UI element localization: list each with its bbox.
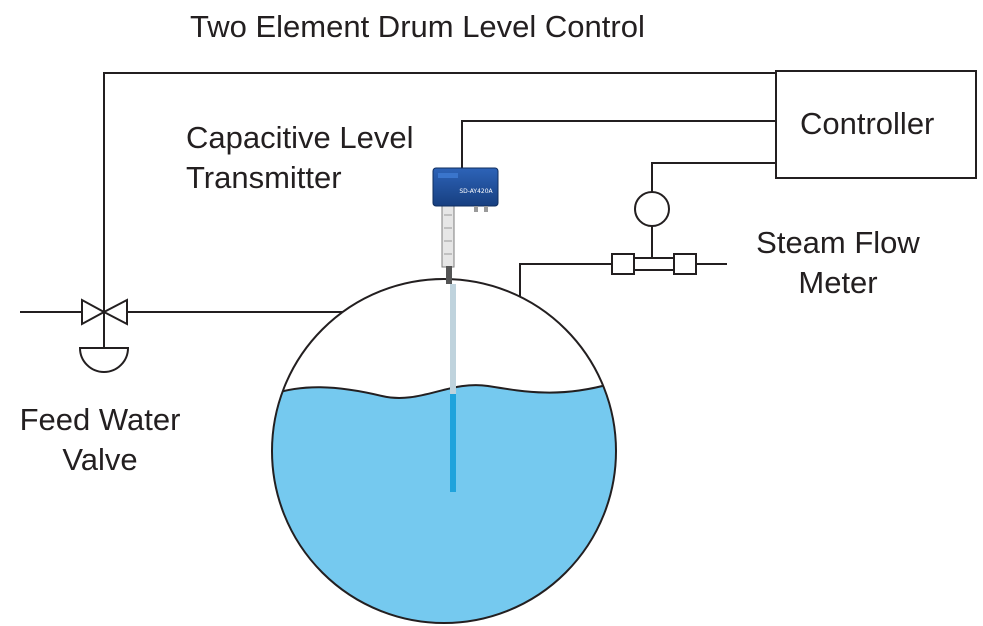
transmitter-label-line1: Capacitive Level	[186, 120, 414, 155]
flowmeter-flange-right	[673, 253, 697, 275]
transmitter-label: Capacitive Level Transmitter	[186, 118, 413, 199]
controller-to-transmitter-line	[461, 120, 776, 168]
controller-box	[775, 70, 977, 179]
valve-body-left	[81, 298, 107, 326]
feed-label-line1: Feed Water	[19, 402, 181, 437]
transmitter-head: SD-AY420A	[432, 167, 499, 212]
controller-to-flowmeter-line	[651, 162, 776, 192]
transmitter-model-text: SD-AY420A	[459, 188, 493, 195]
valve-body-right	[101, 298, 128, 326]
steam-label-line2: Meter	[798, 265, 878, 301]
steam-flow-meter-label: Steam Flow Meter	[748, 223, 928, 304]
steam-pipe	[519, 263, 612, 297]
valve-actuator	[78, 347, 130, 373]
feed-water-valve	[78, 298, 130, 373]
drum	[271, 278, 617, 624]
steam-flow-meter	[611, 191, 697, 275]
controller-to-valve-line	[103, 72, 776, 312]
flowmeter-transducer	[634, 191, 670, 227]
drum-water	[272, 383, 616, 623]
steam-label-line1: Steam Flow	[756, 225, 920, 260]
feed-water-valve-label: Feed Water Valve	[14, 400, 186, 481]
signal-lines	[20, 72, 776, 313]
diagram-title: Two Element Drum Level Control	[190, 9, 645, 44]
feed-label-line2: Valve	[62, 442, 138, 478]
level-probe	[441, 204, 456, 492]
drum-shell	[271, 278, 617, 624]
flowmeter-flange-left	[611, 253, 635, 275]
transmitter-label-line2: Transmitter	[186, 160, 342, 196]
controller-label: Controller	[800, 106, 935, 141]
